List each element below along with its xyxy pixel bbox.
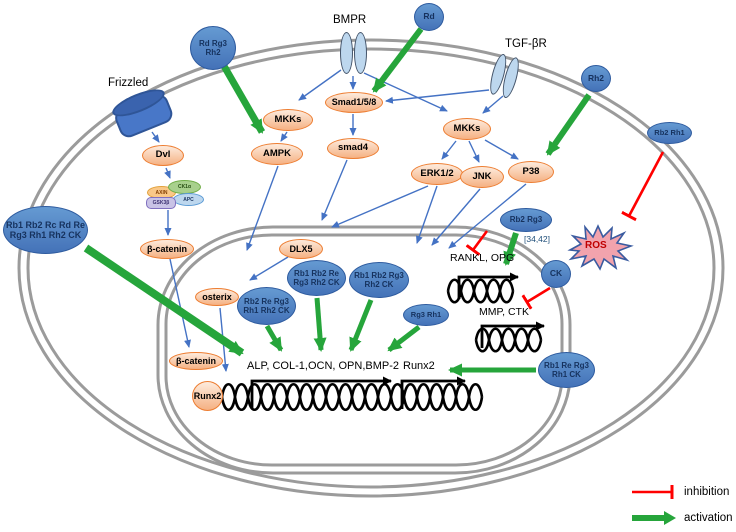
node-rb2-rh1: Rb2 Rh1 [647, 122, 692, 144]
node-mkks-left: MKKs [263, 109, 313, 131]
osteogenic-genes-label: ALP, COL-1,OCN, OPN,BMP-2 [247, 360, 400, 372]
node-rb2-re-rg3-rh1-rh2-ck: Rb2 Re Rg3 Rh1 Rh2 CK [237, 287, 296, 325]
citation-label: [34,42] [524, 234, 550, 244]
node-gsk3b: GSK3β [146, 197, 176, 209]
promoter-arrows [250, 272, 545, 409]
node-ampk: AMPK [251, 143, 303, 165]
node-runx2-protein: Runx2 [192, 381, 223, 411]
node-erk12: ERK1/2 [411, 163, 463, 185]
mmp-ctk-gene-label: MMP, CTK [479, 306, 529, 318]
runx2-gene-label: Runx2 [403, 360, 435, 372]
tgfbr-label: TGF-βR [505, 38, 547, 50]
node-rb2-rg3: Rb2 Rg3 [500, 208, 552, 232]
node-p38: P38 [508, 161, 554, 183]
node-beta-catenin-1: β-catenin [140, 239, 194, 259]
node-rb1-rb2-rg3-rh2-ck: Rb1 Rb2 Rg3 Rh2 CK [349, 262, 409, 298]
inhibition-bars [465, 151, 665, 310]
rankl-opg-gene-label: RANKL, OPG [450, 252, 515, 264]
node-ck: CK [541, 260, 571, 288]
nuclear-membrane [156, 225, 572, 475]
node-rb1-rb2-rc-rd-re-rg3-rh1-rh2-ck: Rb1 Rb2 Rc Rd Re Rg3 Rh1 Rh2 CK [3, 206, 88, 254]
ros-starburst [567, 224, 634, 271]
frizzled-label: Frizzled [108, 77, 149, 89]
node-apc: APC [173, 193, 204, 206]
node-rd-rg3-rh2: Rd Rg3 Rh2 [190, 26, 236, 70]
node-smad158: Smad1/5/8 [325, 92, 383, 113]
legend-activation-label: activation [684, 512, 733, 524]
legend-inhibition-label: inhibition [684, 486, 730, 498]
bmpr-label: BMPR [333, 14, 367, 26]
legend-activation: activation [630, 510, 733, 526]
node-rb1-re-rg3-rh1-ck: Rb1 Re Rg3 Rh1 CK [538, 352, 595, 388]
node-dlx5: DLX5 [279, 239, 323, 259]
legend-inhibition: inhibition [630, 484, 729, 500]
ros-label: ROS [585, 240, 607, 251]
node-rb1-rb2-re-rg3-rh2-ck: Rb1 Rb2 Re Rg3 Rh2 CK [287, 260, 346, 296]
node-ck1a: CK1α [168, 180, 201, 194]
activation-symbol [632, 511, 676, 525]
node-jnk: JNK [460, 166, 504, 188]
node-rg3-rh1: Rg3 Rh1 [403, 304, 449, 326]
node-osterix: osterix [195, 288, 239, 306]
activation-arrows [83, 27, 592, 377]
node-rd: Rd [414, 3, 444, 31]
node-smad4: smad4 [327, 138, 379, 159]
node-rh2: Rh2 [581, 65, 611, 92]
signal-arrows-blue [151, 69, 527, 372]
node-mkks-right: MKKs [443, 118, 491, 140]
bmpr-receptor-icon [340, 32, 367, 74]
inhibition-symbol [632, 485, 674, 499]
cell-membrane [17, 38, 725, 498]
node-beta-catenin-2: β-catenin [169, 352, 223, 370]
node-dvl: Dvl [142, 145, 184, 166]
